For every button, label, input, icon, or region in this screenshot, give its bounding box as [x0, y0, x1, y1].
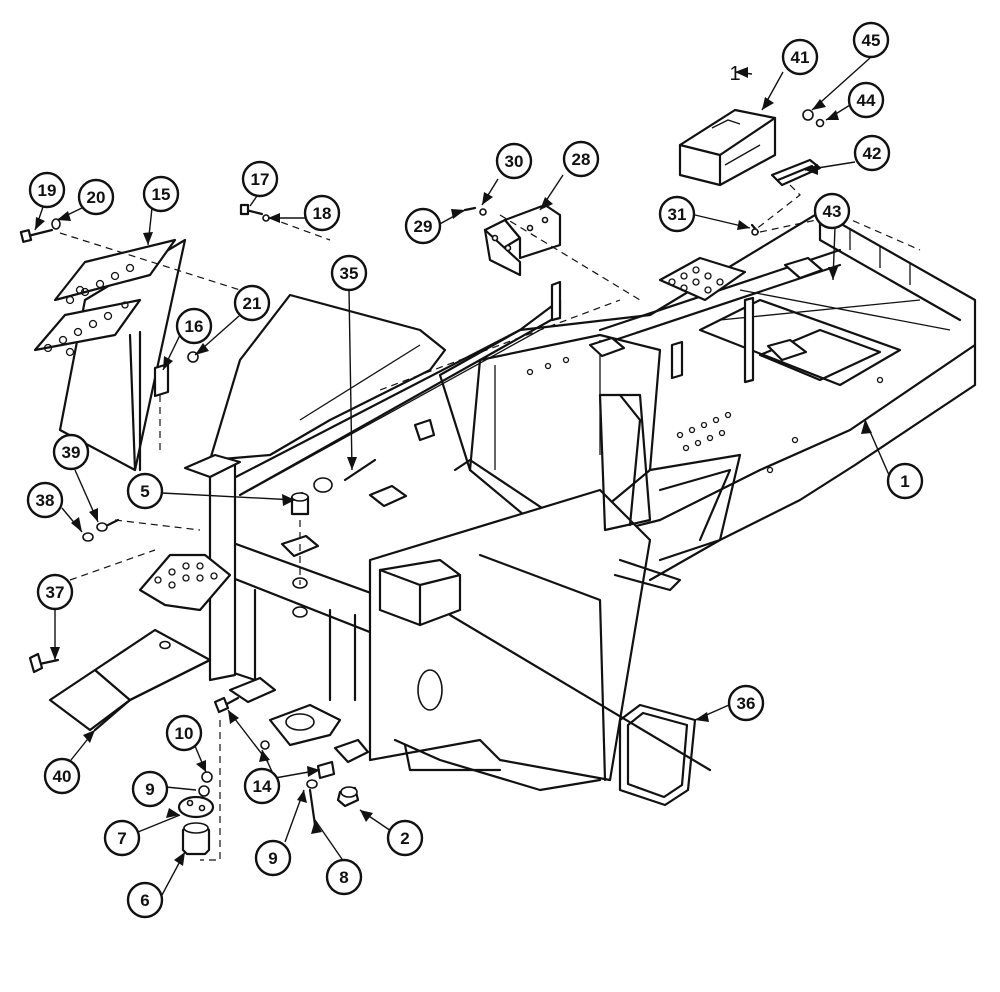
callout-10: 10 [165, 714, 203, 752]
svg-text:36: 36 [737, 694, 756, 713]
callout-18: 18 [303, 194, 341, 232]
callout-29: 29 [404, 207, 442, 245]
callout-28: 28 [562, 140, 600, 178]
svg-text:18: 18 [313, 204, 332, 223]
lower-left-step [28, 553, 232, 732]
hardware [19, 203, 377, 856]
callout-37: 37 [36, 573, 74, 611]
part-36-frame [448, 613, 712, 807]
main-frame [208, 210, 977, 792]
svg-text:42: 42 [863, 144, 882, 163]
svg-text:6: 6 [140, 891, 149, 910]
callout-1: 1 [886, 462, 924, 500]
top-right-parts [678, 108, 825, 236]
svg-text:1: 1 [729, 63, 740, 85]
callout-35: 35 [330, 254, 368, 292]
arrowheads [35, 67, 872, 866]
callout-39: 39 [52, 433, 90, 471]
svg-text:35: 35 [340, 264, 359, 283]
svg-text:2: 2 [400, 829, 409, 848]
callout-17: 17 [241, 160, 279, 198]
callout-9-lower: 9 [254, 839, 292, 877]
callout-42: 42 [853, 134, 891, 172]
callout-20: 20 [77, 178, 115, 216]
callout-21: 21 [233, 284, 271, 322]
svg-text:29: 29 [414, 217, 433, 236]
svg-text:16: 16 [185, 317, 204, 336]
callout-15: 15 [142, 175, 180, 213]
callout-7: 7 [103, 819, 141, 857]
callout-6: 6 [126, 881, 164, 919]
svg-text:41: 41 [791, 48, 810, 67]
callout-9-upper: 9 [131, 770, 169, 808]
svg-text:21: 21 [243, 294, 262, 313]
callout-41: 41 [781, 38, 819, 76]
svg-text:39: 39 [62, 443, 81, 462]
callout-31: 31 [658, 195, 696, 233]
callout-36: 36 [727, 684, 765, 722]
svg-text:30: 30 [505, 152, 524, 171]
svg-text:28: 28 [572, 150, 591, 169]
left-step-plate [33, 238, 187, 472]
callout-38: 38 [26, 481, 64, 519]
svg-text:7: 7 [117, 829, 126, 848]
svg-text:9: 9 [145, 780, 154, 799]
svg-text:10: 10 [175, 724, 194, 743]
svg-text:20: 20 [87, 188, 106, 207]
svg-text:38: 38 [36, 491, 55, 510]
svg-text:43: 43 [823, 202, 842, 221]
callout-44: 44 [847, 81, 885, 119]
left-mount-pad [183, 453, 242, 479]
svg-text:45: 45 [862, 31, 881, 50]
svg-text:31: 31 [668, 205, 687, 224]
svg-text:44: 44 [857, 91, 876, 110]
callout-43: 43 [813, 192, 851, 230]
callout-45: 45 [852, 21, 890, 59]
assembly-lines [59, 184, 921, 861]
svg-text:40: 40 [53, 767, 72, 786]
svg-text:15: 15 [152, 185, 171, 204]
callout-5: 5 [126, 472, 164, 510]
svg-text:9: 9 [268, 849, 277, 868]
svg-text:1: 1 [900, 472, 909, 491]
callout-1-ref: 1 [729, 63, 740, 85]
callout-16: 16 [175, 307, 213, 345]
callout-14: 14 [243, 767, 281, 805]
callout-30: 30 [495, 142, 533, 180]
svg-text:5: 5 [140, 482, 149, 501]
callout-19: 19 [28, 171, 66, 209]
part-28-bracket [463, 203, 562, 277]
callout-8: 8 [325, 858, 363, 896]
svg-text:37: 37 [46, 583, 65, 602]
svg-text:17: 17 [251, 170, 270, 189]
svg-text:14: 14 [253, 777, 272, 796]
svg-text:8: 8 [339, 868, 348, 887]
callout-40: 40 [43, 757, 81, 795]
callout-2: 2 [386, 819, 424, 857]
svg-text:19: 19 [38, 181, 57, 200]
